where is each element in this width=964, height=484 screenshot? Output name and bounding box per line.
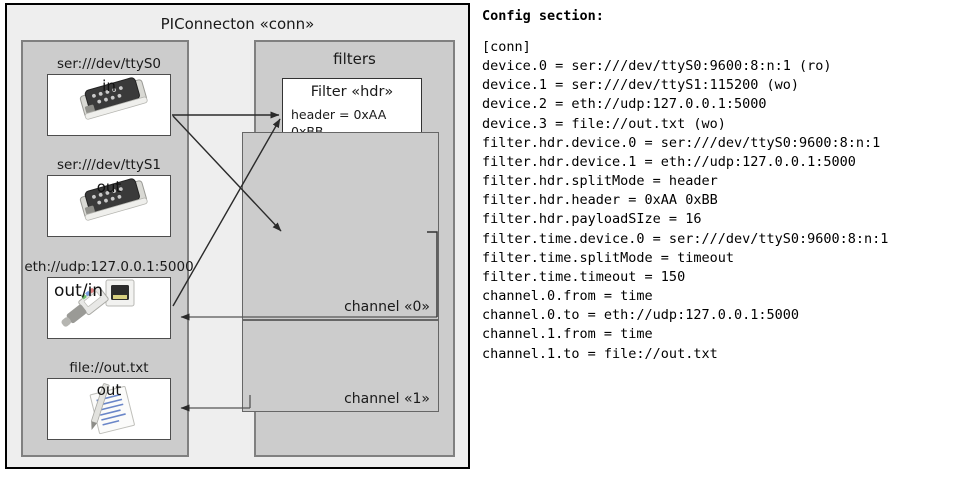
config-line: channel.1.to = file://out.txt [482,345,718,362]
device-direction-file: out [96,381,122,399]
config-line: filter.hdr.splitMode = header [482,173,718,190]
channel-label-1: channel «1» [344,391,430,407]
serial-port-icon [79,77,148,120]
device-node-ttys1[interactable]: ser:///dev/ttyS1 out [47,157,171,237]
device-label-ttys1: ser:///dev/ttyS1 [57,157,161,173]
text-file-icon [89,383,135,435]
filter-title-hdr: Filter «hdr» [310,84,394,100]
device-box-ttys1[interactable]: out [47,175,171,237]
device-direction-eth: out/in [54,281,104,301]
config-line: filter.hdr.device.0 = ser:///dev/ttyS0:9… [482,134,881,151]
config-line: filter.time.device.0 = ser:///dev/ttyS0:… [482,230,889,247]
config-line: filter.time.timeout = 150 [482,268,686,285]
config-panel: Config section: [conn] device.0 = ser:///… [482,8,960,364]
device-node-eth[interactable]: eth://udp:127.0.0.1:5000 out/in [24,259,194,339]
device-node-ttys0[interactable]: ser:///dev/ttyS0 in [47,56,171,136]
config-line: device.1 = ser:///dev/ttyS1:115200 (wo) [482,77,799,94]
device-direction-ttys1: out [96,178,122,196]
channel-label-0: channel «0» [344,299,430,315]
filters-group-title: filters [333,50,376,68]
device-label-eth: eth://udp:127.0.0.1:5000 [24,259,194,275]
config-line: filter.time.splitMode = timeout [482,249,734,266]
channel-box-0[interactable]: channel «0» [242,132,439,320]
config-line: channel.0.from = time [482,288,653,305]
config-line: filter.hdr.device.1 = eth://udp:127.0.0.… [482,153,856,170]
config-heading: Config section: [482,8,604,24]
device-label-ttys0: ser:///dev/ttyS0 [57,56,161,72]
device-box-eth[interactable]: out/in [47,277,171,339]
config-text: [conn] device.0 = ser:///dev/ttyS0:9600:8… [482,38,960,364]
device-node-file[interactable]: file://out.txt out [47,360,171,440]
config-line: channel.1.from = time [482,326,653,343]
config-line: [conn] [482,39,531,55]
connector-diagram: PIConnecton «conn» ser:///dev/ttyS0 in [5,3,470,469]
diagram-title: PIConnecton «conn» [160,15,315,33]
config-line: device.3 = file://out.txt (wo) [482,115,726,132]
filters-group: filters Filter «hdr» header = 0xAA 0xBB … [242,40,455,457]
devices-group: ser:///dev/ttyS0 in [21,40,194,457]
device-direction-ttys0: in [102,77,116,95]
serial-port-icon [79,178,148,221]
channel-box-1[interactable]: channel «1» [242,320,439,412]
config-line: device.2 = eth://udp:127.0.0.1:5000 [482,96,767,113]
config-line: filter.hdr.payloadSIze = 16 [482,211,702,228]
device-label-file: file://out.txt [69,360,149,376]
config-line: device.0 = ser:///dev/ttyS0:9600:8:n:1 (… [482,58,832,75]
ethernet-plug-icon [61,279,135,327]
config-line: channel.0.to = eth://udp:127.0.0.1:5000 [482,307,799,324]
device-box-file[interactable]: out [47,378,171,440]
config-line: filter.hdr.header = 0xAA 0xBB [482,192,718,209]
device-box-ttys0[interactable]: in [47,74,171,136]
